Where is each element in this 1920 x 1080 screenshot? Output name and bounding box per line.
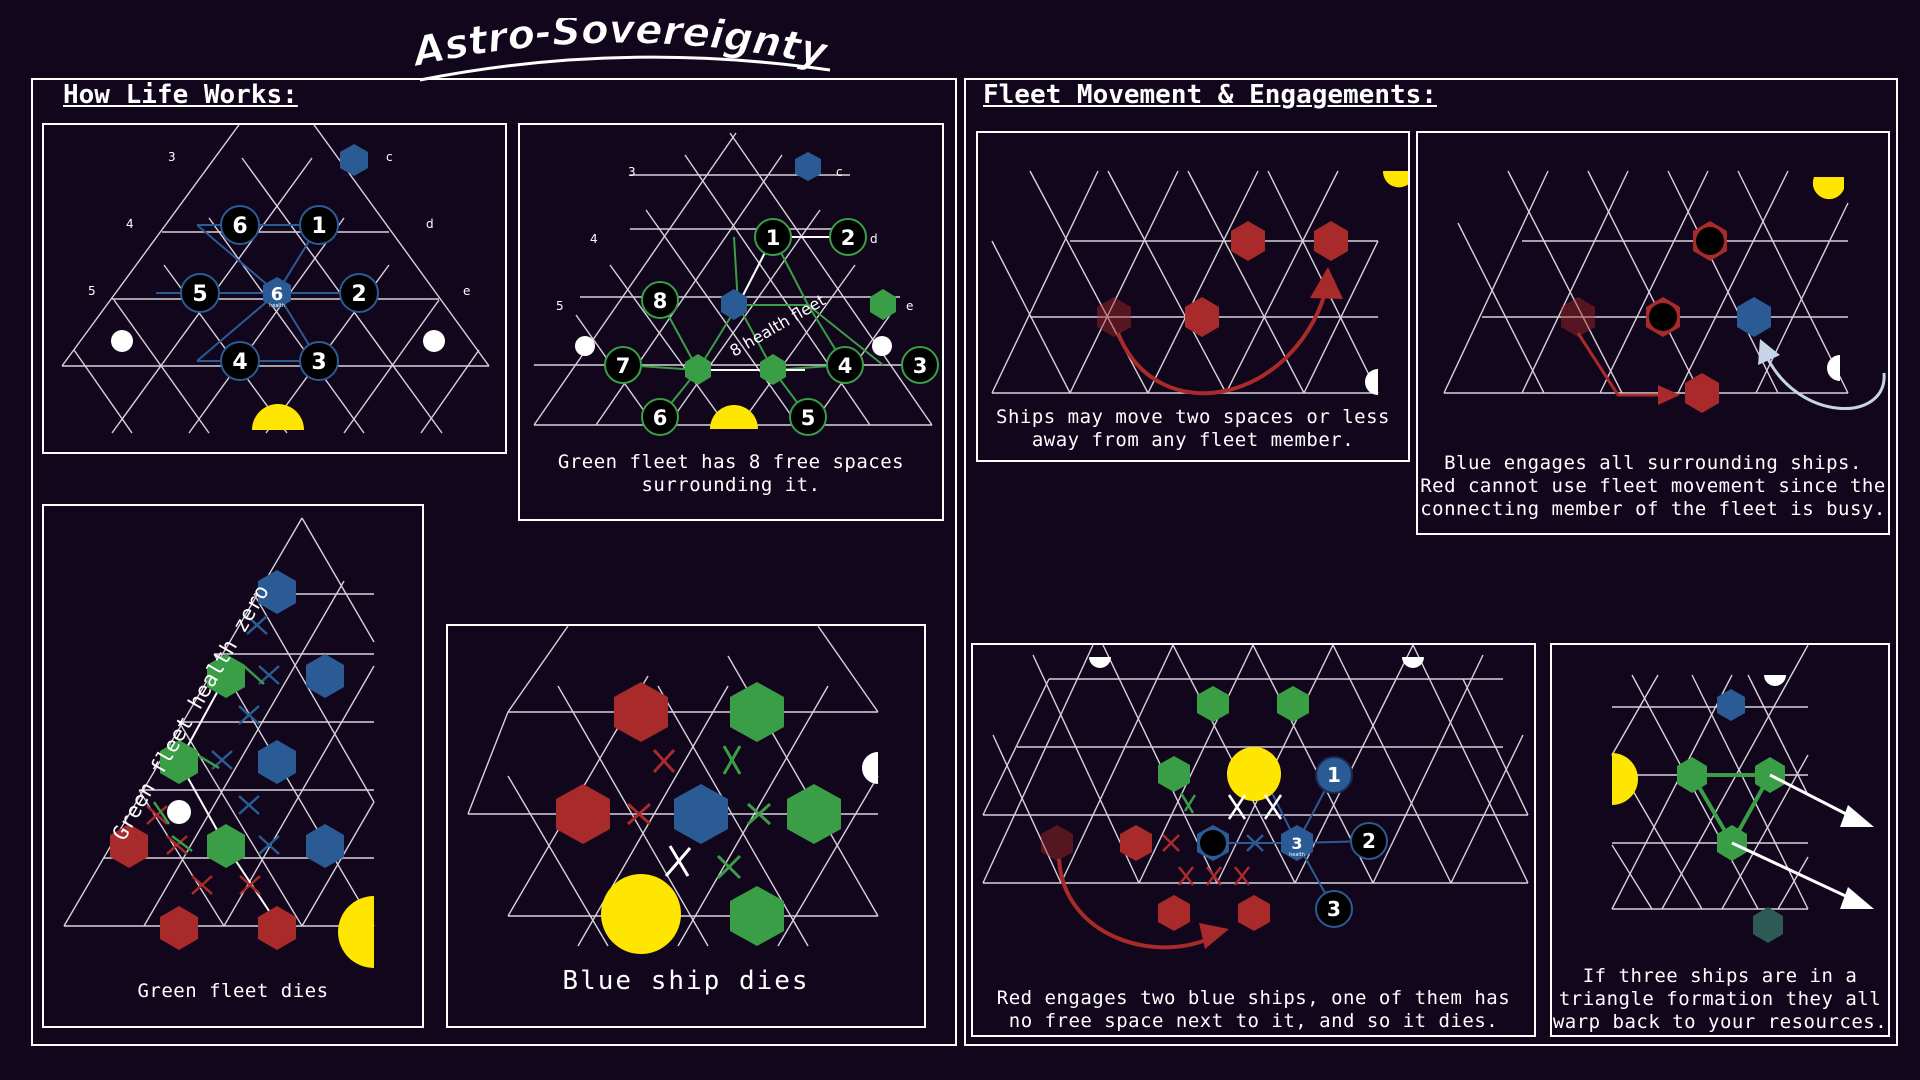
ship-dies-svg xyxy=(467,626,879,954)
corner-label: d xyxy=(426,217,434,231)
svg-text:Astro-Sovereignty: Astro-Sovereignty xyxy=(406,18,832,76)
panel2-caption: Green fleet has 8 free spaces surroundin… xyxy=(557,451,905,496)
fleet-health-svg: 3 4 5 c d e 1 2 8 7 4 3 6 5 8 health fle… xyxy=(533,132,939,436)
white-planet-left xyxy=(111,330,133,352)
fleet-health-panel: 3 4 5 c d e 1 2 8 7 4 3 6 5 8 health fle… xyxy=(518,123,944,521)
svg-text:4: 4 xyxy=(590,232,598,246)
triangle-warp-svg xyxy=(1611,645,1874,943)
svg-text:7: 7 xyxy=(616,354,631,378)
panel5-caption: Ships may move two spaces or less away f… xyxy=(996,406,1390,451)
svg-text:3: 3 xyxy=(1291,834,1302,853)
engage-svg xyxy=(1443,170,1886,413)
fleet-move-panel: Ships may move two spaces or less away f… xyxy=(976,131,1410,462)
svg-text:8: 8 xyxy=(653,289,668,313)
fleet-dies-panel: Green fleet health zero Green fleet dies xyxy=(42,504,424,1028)
svg-text:3: 3 xyxy=(1327,897,1341,921)
fleet-dies-svg: Green fleet health zero xyxy=(63,517,375,968)
svg-text:health: health xyxy=(1289,852,1305,858)
center-health: 6 xyxy=(271,284,284,305)
section-title-life: How Life Works: xyxy=(63,80,298,110)
engage-two-svg: 1 2 3 3 health xyxy=(982,645,1529,950)
corner-label: e xyxy=(463,284,470,298)
panel3-caption: Green fleet dies xyxy=(137,980,329,1002)
blue-ship-top xyxy=(340,144,368,176)
svg-text:c: c xyxy=(836,165,843,179)
corner-label: 4 xyxy=(126,217,134,231)
health-node: 1 xyxy=(311,214,326,239)
center-sub: health xyxy=(269,303,285,309)
life-diagram-svg: 3 4 5 c d e 6 1 5 6 health 2 4 3 xyxy=(61,125,490,434)
svg-text:6: 6 xyxy=(653,406,668,430)
svg-text:5: 5 xyxy=(801,406,816,430)
svg-text:1: 1 xyxy=(1327,763,1341,787)
yellow-star xyxy=(252,404,304,430)
how-life-works-section xyxy=(31,78,957,1046)
health-node: 5 xyxy=(192,282,207,307)
health-node: 2 xyxy=(351,282,366,307)
corner-label: c xyxy=(386,150,393,164)
fleet-move-svg xyxy=(991,170,1408,396)
health-node: 4 xyxy=(232,350,247,375)
blue-ship-center xyxy=(263,277,291,309)
life-diagram-panel: 3 4 5 c d e 6 1 5 6 health 2 4 3 xyxy=(42,123,507,454)
svg-text:5: 5 xyxy=(556,299,564,313)
fleet-movement-section xyxy=(964,78,1898,1046)
health-node: 3 xyxy=(311,350,326,375)
panel8-caption: If three ships are in a triangle formati… xyxy=(1552,965,1888,1033)
svg-text:2: 2 xyxy=(841,226,856,250)
engage-panel: Blue engages all surrounding ships. Red … xyxy=(1416,131,1890,535)
svg-text:4: 4 xyxy=(838,354,853,378)
panel4-caption: Blue ship dies xyxy=(562,966,810,996)
health-node: 6 xyxy=(232,214,247,239)
corner-label: 3 xyxy=(168,150,176,164)
section-title-fleet: Fleet Movement & Engagements: xyxy=(983,80,1437,110)
title-text: Astro-Sovereignty xyxy=(406,18,833,77)
svg-text:3: 3 xyxy=(628,165,636,179)
svg-text:2: 2 xyxy=(1362,829,1376,853)
svg-text:d: d xyxy=(870,232,878,246)
panel6-caption: Blue engages all surrounding ships. Red … xyxy=(1420,452,1886,520)
game-title: Astro-Sovereignty xyxy=(406,18,833,82)
engage-two-panel: 1 2 3 3 health Red engages two blue ship… xyxy=(971,643,1536,1037)
panel7-caption: Red engages two blue ships, one of them … xyxy=(996,987,1511,1032)
svg-text:3: 3 xyxy=(913,354,928,378)
triangle-warp-panel: If three ships are in a triangle formati… xyxy=(1550,643,1890,1037)
svg-text:1: 1 xyxy=(766,226,781,250)
corner-label: 5 xyxy=(88,284,96,298)
svg-text:e: e xyxy=(906,299,913,313)
ship-dies-panel: Blue ship dies xyxy=(446,624,926,1028)
white-planet-right xyxy=(423,330,445,352)
